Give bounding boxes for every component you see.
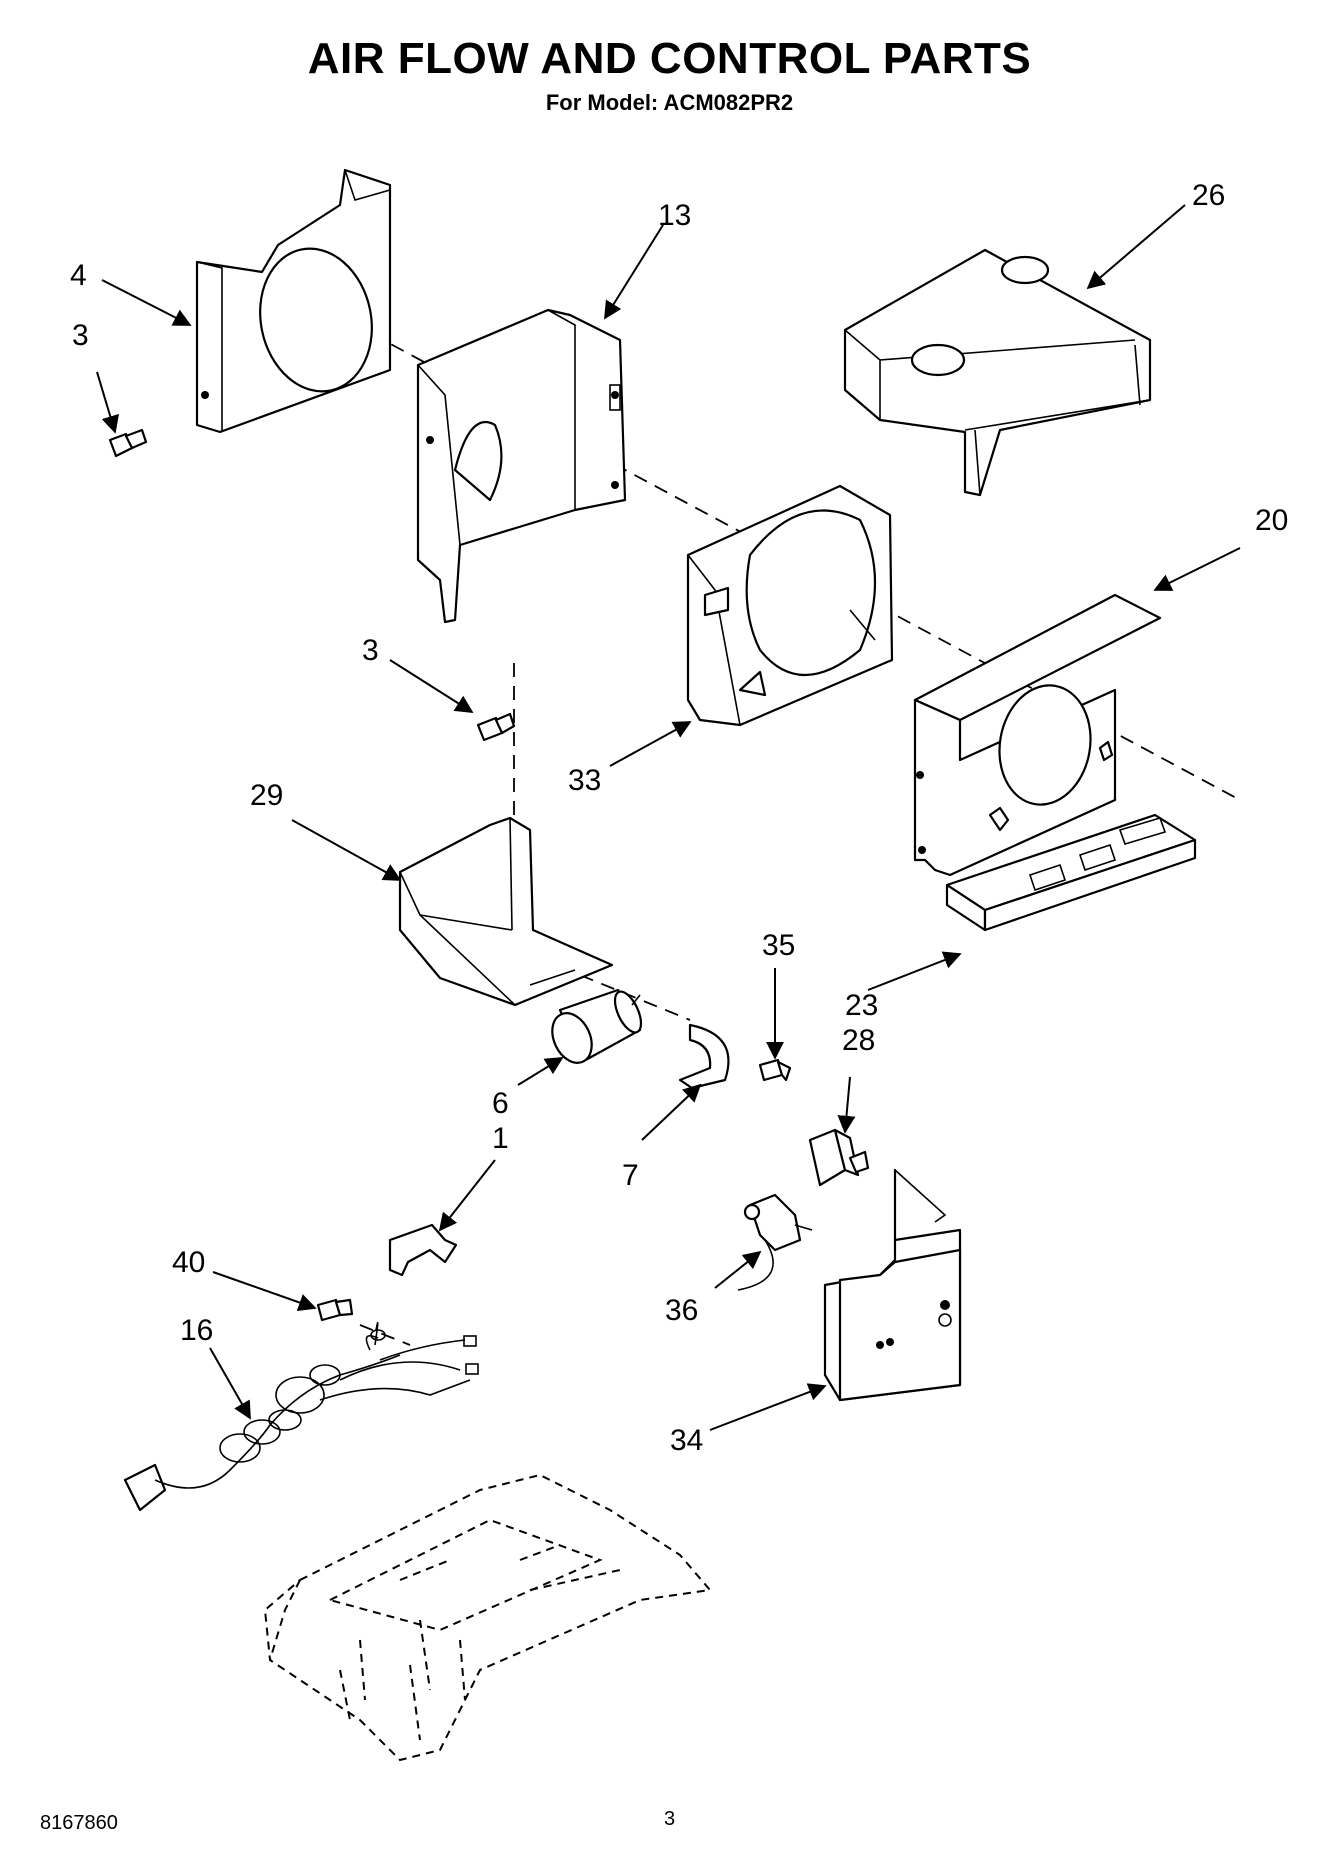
callout-4: 4 bbox=[70, 259, 87, 292]
screw-icon bbox=[758, 1058, 792, 1082]
leader-lines bbox=[96, 204, 1241, 1431]
callout-3: 3 bbox=[362, 634, 379, 667]
power-cord-harness-icon bbox=[123, 1321, 479, 1512]
callout-26: 26 bbox=[1192, 179, 1225, 212]
callout-29: 29 bbox=[250, 779, 283, 812]
callout-34: 34 bbox=[670, 1424, 703, 1457]
callout-33: 33 bbox=[568, 764, 601, 797]
callout-36: 36 bbox=[665, 1294, 698, 1327]
scroll-housing-front-icon bbox=[686, 484, 894, 727]
callout-3: 3 bbox=[72, 319, 89, 352]
base-pan-outline-icon bbox=[263, 1473, 712, 1762]
callout-40: 40 bbox=[172, 1246, 205, 1279]
callout-16: 16 bbox=[180, 1314, 213, 1347]
callout-35: 35 bbox=[762, 929, 795, 962]
callout-6: 6 bbox=[492, 1087, 509, 1120]
bulkhead-icon bbox=[913, 593, 1162, 877]
cord-clamp-icon bbox=[388, 1223, 458, 1277]
page-number: 3 bbox=[664, 1808, 676, 1830]
callout-20: 20 bbox=[1255, 504, 1288, 537]
rotary-switch-icon bbox=[808, 1128, 870, 1187]
control-panel-icon bbox=[823, 1168, 962, 1402]
capacitor-clamp-icon bbox=[678, 1023, 730, 1090]
thermostat-icon bbox=[737, 1193, 813, 1291]
screw-icon bbox=[108, 428, 148, 458]
callout-numbers: 4 3 13 26 20 3 33 29 35 23 28 6 1 7 40 3… bbox=[70, 179, 1288, 1457]
callout-7: 7 bbox=[622, 1159, 639, 1192]
scroll-housing-rear-icon bbox=[195, 168, 392, 434]
capacitor-icon bbox=[551, 988, 643, 1064]
drain-tray-icon bbox=[945, 813, 1197, 932]
callout-1: 1 bbox=[492, 1122, 509, 1155]
top-cover-icon bbox=[843, 248, 1152, 497]
callout-23: 23 bbox=[845, 989, 878, 1022]
page-title: AIR FLOW AND CONTROL PARTS bbox=[307, 34, 1032, 83]
ground-screw-icon bbox=[316, 1298, 354, 1322]
control-bracket-icon bbox=[398, 816, 614, 1007]
screw-icon bbox=[476, 712, 516, 742]
document-number: 8167860 bbox=[40, 1812, 118, 1834]
model-subtitle: For Model: ACM082PR2 bbox=[545, 90, 794, 115]
orifice-panel-icon bbox=[416, 308, 627, 624]
callout-28: 28 bbox=[842, 1024, 875, 1057]
callout-13: 13 bbox=[658, 199, 691, 232]
